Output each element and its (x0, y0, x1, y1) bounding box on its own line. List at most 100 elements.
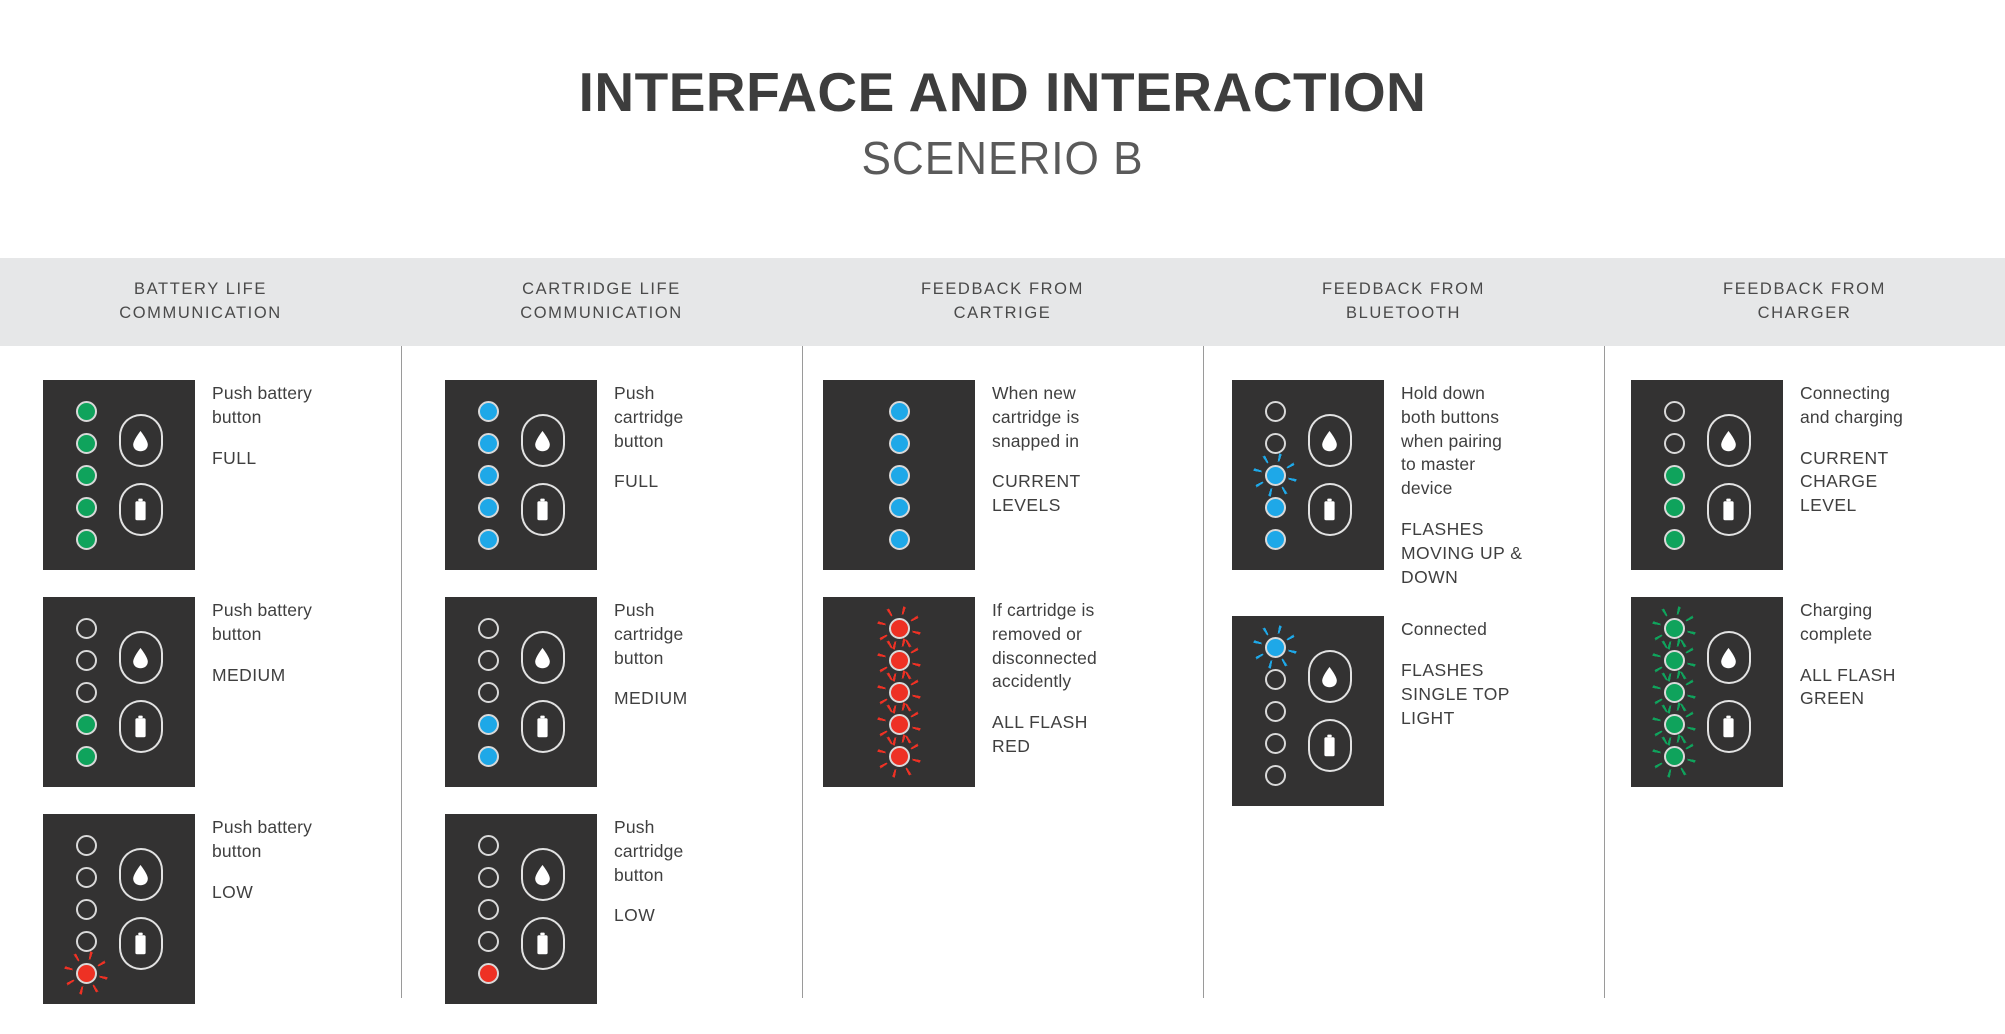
state-row: If cartridge is removed or disconnected … (802, 597, 1203, 787)
droplet-glyph (1721, 430, 1736, 451)
caption-state-label: ALL FLASH RED (992, 712, 1088, 756)
droplet-icon[interactable] (118, 631, 163, 684)
battery-icon[interactable] (1307, 483, 1352, 536)
caption-instruction: Push battery button (212, 600, 313, 644)
led-indicator-4-red-flashing (888, 713, 910, 735)
led-indicator-4-green-flashing (1663, 713, 1685, 735)
led-indicator-3-blue-flashing (1264, 464, 1286, 486)
led-indicator-1-off (1663, 400, 1685, 422)
led-indicator-4-off (477, 930, 499, 952)
led-indicator-5-blue (1264, 528, 1286, 550)
battery-icon[interactable] (118, 917, 163, 970)
battery-icon[interactable] (520, 483, 565, 536)
device-panel (823, 597, 975, 787)
droplet-glyph (1322, 430, 1337, 451)
led-indicator-3-off (75, 681, 97, 703)
droplet-icon[interactable] (1307, 414, 1352, 467)
column-feedback-from-bluetooth: Hold down both buttons when pairing to m… (1203, 346, 1604, 1034)
droplet-icon[interactable] (118, 414, 163, 467)
battery-icon[interactable] (1706, 483, 1751, 536)
battery-glyph (135, 932, 146, 955)
led-strip (75, 834, 97, 984)
device-panel (445, 380, 597, 570)
device-panel (43, 814, 195, 1004)
led-indicator-5-red-flashing (888, 745, 910, 767)
led-strip (1663, 400, 1685, 550)
caption-state-label: ALL FLASH GREEN (1800, 664, 1896, 709)
led-indicator-5-green (75, 528, 97, 550)
led-indicator-2-off (1663, 432, 1685, 454)
led-indicator-2-off (75, 866, 97, 888)
droplet-glyph (133, 864, 148, 885)
caption-instruction: Push cartridge button (614, 817, 684, 885)
battery-glyph (135, 498, 146, 521)
led-indicator-2-off (477, 649, 499, 671)
led-indicator-4-green (1663, 496, 1685, 518)
battery-icon[interactable] (118, 483, 163, 536)
caption-instruction: Hold down both buttons when pairing to m… (1401, 383, 1503, 499)
led-indicator-3-green (75, 464, 97, 486)
led-indicator-1-off (477, 834, 499, 856)
caption-state-label: FLASHES MOVING UP & DOWN (1401, 518, 1523, 587)
caption-state-label: FLASHES SINGLE TOP LIGHT (1401, 660, 1510, 728)
led-indicator-3-off (75, 898, 97, 920)
led-strip (75, 400, 97, 550)
led-strip (888, 617, 910, 767)
device-panel (445, 597, 597, 787)
droplet-icon[interactable] (520, 848, 565, 901)
panel-buttons (118, 414, 163, 536)
column-header-line1: CARTRIDGE LIFE (522, 280, 681, 299)
led-indicator-1-blue-flashing (1264, 636, 1286, 658)
column-header-line1: FEEDBACK FROM (1723, 280, 1886, 299)
panel-buttons (118, 848, 163, 970)
led-strip (1264, 636, 1286, 786)
column-header-line1: BATTERY LIFE (134, 280, 267, 299)
caption-instruction: Connected (1401, 619, 1487, 640)
battery-icon[interactable] (1307, 719, 1352, 773)
droplet-icon[interactable] (118, 848, 163, 901)
led-strip (477, 834, 499, 984)
device-panel (823, 380, 975, 570)
led-indicator-1-off (75, 617, 97, 639)
device-panel (1631, 597, 1783, 787)
droplet-glyph (535, 430, 550, 451)
led-indicator-5-red-flashing (75, 962, 97, 984)
battery-icon[interactable] (520, 700, 565, 753)
state-caption: If cartridge is removed or disconnected … (975, 597, 1115, 759)
caption-instruction: Push battery button (212, 817, 313, 861)
battery-glyph (1723, 498, 1734, 521)
droplet-icon[interactable] (1307, 650, 1352, 704)
battery-icon[interactable] (520, 917, 565, 970)
led-indicator-1-green-flashing (1663, 617, 1685, 639)
caption-state-label: LOW (614, 905, 656, 926)
device-panel (1232, 616, 1384, 807)
led-strip (477, 617, 499, 767)
caption-instruction: Push cartridge button (614, 383, 684, 451)
led-indicator-2-off (477, 866, 499, 888)
led-indicator-5-green-flashing (1663, 745, 1685, 767)
led-indicator-3-blue (477, 464, 499, 486)
battery-icon[interactable] (118, 700, 163, 753)
droplet-icon[interactable] (520, 414, 565, 467)
led-indicator-4-blue (477, 496, 499, 518)
led-indicator-4-green (75, 496, 97, 518)
droplet-icon[interactable] (1706, 414, 1751, 467)
caption-instruction: Connecting and charging (1800, 383, 1903, 427)
device-panel (445, 814, 597, 1004)
droplet-icon[interactable] (1706, 631, 1751, 684)
battery-icon[interactable] (1706, 700, 1751, 753)
droplet-icon[interactable] (520, 631, 565, 684)
